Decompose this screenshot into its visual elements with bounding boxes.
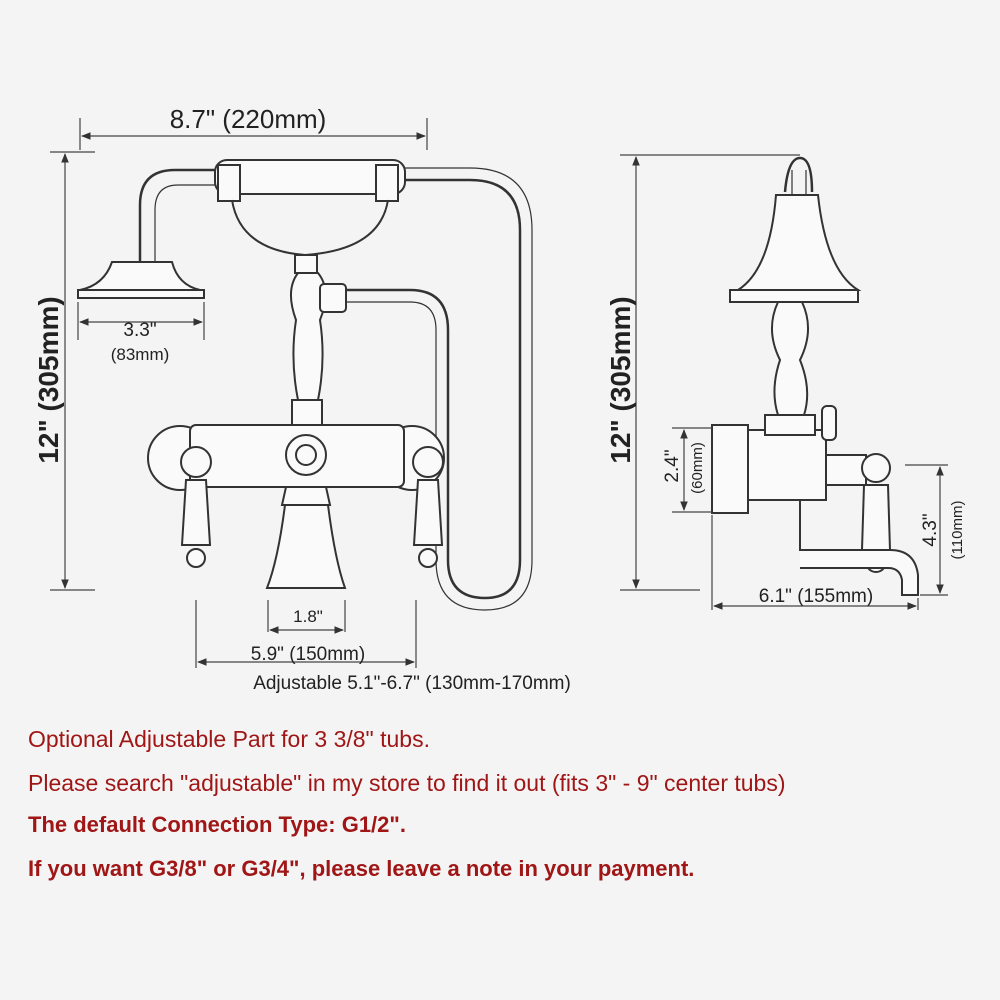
left-handle: [180, 446, 212, 568]
spout-reach-label: 6.1" (155mm): [759, 586, 873, 607]
spout-height-label: 4.3": [920, 513, 941, 546]
tub-spout: [265, 504, 347, 589]
handset-grip: [214, 159, 406, 195]
side-flange: [711, 424, 749, 514]
head-diameter-label: 3.3": [123, 320, 156, 341]
flange-height-label: 2.4": [662, 449, 683, 482]
front-width-label: 8.7" (220mm): [170, 104, 327, 134]
side-spout: [799, 500, 919, 596]
note-search-adjustable: Please search "adjustable" in my store t…: [28, 770, 786, 796]
spout-height-mm-label: (110mm): [949, 501, 966, 560]
note-default-connection: The default Connection Type: G1/2".: [28, 812, 406, 837]
shower-hose: [345, 178, 522, 600]
side-standpipe: [771, 301, 809, 416]
side-hook: [783, 156, 814, 193]
right-handle: [412, 446, 444, 568]
head-diameter-mm-label: (83mm): [111, 345, 170, 364]
front-height-label: 12" (305mm): [33, 296, 64, 463]
handset-cradle: [231, 199, 389, 257]
side-valve-body: [747, 429, 827, 501]
spout-width-label: 1.8": [293, 607, 323, 626]
flange-height-mm-label: (60mm): [689, 442, 706, 494]
spout-base: [280, 486, 332, 506]
side-handle: [860, 484, 892, 551]
side-height-label: 12" (305mm): [605, 296, 636, 463]
handshower-arm: [138, 168, 215, 262]
note-other-connection: If you want G3/8" or G3/4", please leave…: [28, 856, 695, 881]
front-view-drawing: [77, 159, 533, 611]
faucet-dimension-diagram: 8.7" (220mm) 12" (305mm) 3.3" (83mm) 1.8…: [33, 104, 966, 694]
adjustable-range-label: Adjustable 5.1"-6.7" (130mm-170mm): [253, 673, 571, 694]
side-shower-head: [734, 194, 862, 291]
shower-head: [79, 261, 201, 291]
note-optional-part: Optional Adjustable Part for 3 3/8" tubs…: [28, 726, 430, 752]
side-view-drawing: [711, 156, 919, 596]
center-distance-label: 5.9" (150mm): [251, 644, 365, 665]
